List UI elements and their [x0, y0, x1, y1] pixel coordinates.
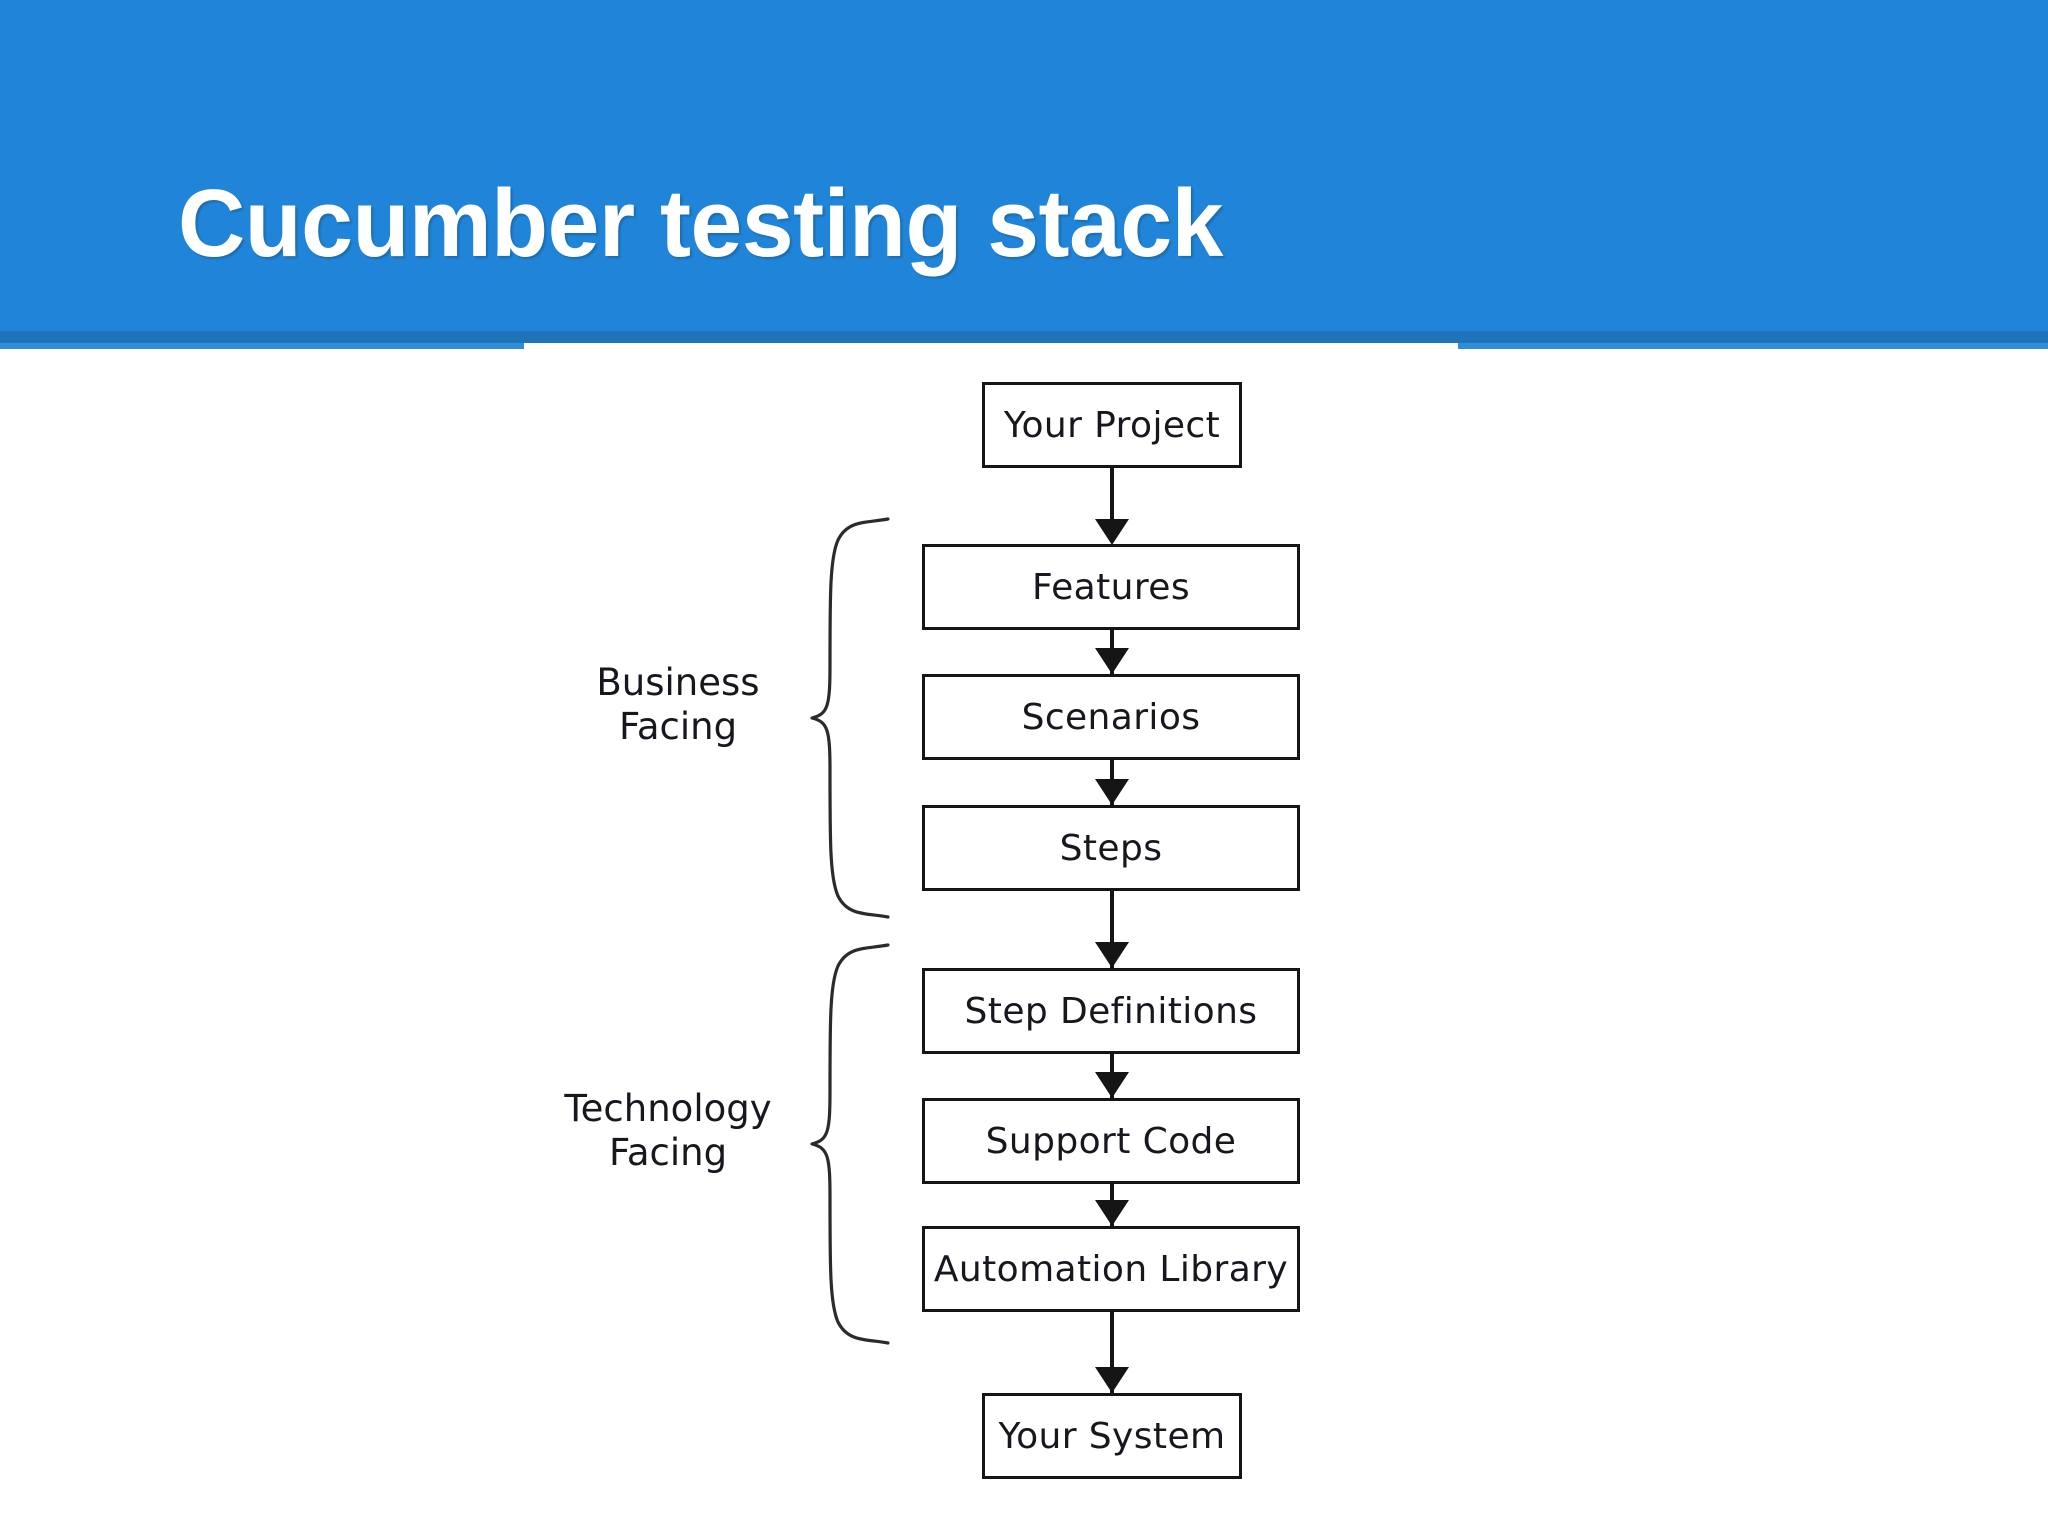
node-label: Scenarios: [1021, 696, 1201, 738]
node-label: Your System: [998, 1415, 1226, 1457]
header-accent-strip: [0, 331, 2048, 343]
group-label-business-facing: Business Facing: [596, 661, 760, 748]
header-underline-left: [0, 343, 524, 349]
arrow-head-icon: [1095, 1367, 1129, 1393]
arrow-head-icon: [1095, 1072, 1129, 1098]
node-label: Your Project: [1003, 404, 1221, 446]
node-steps[interactable]: Steps: [922, 805, 1300, 891]
edge-automation-library-to-your-system: [1110, 1312, 1114, 1393]
node-label: Automation Library: [933, 1248, 1289, 1290]
cucumber-testing-stack-diagram: Your Project Features Scenarios Steps St…: [0, 349, 2048, 1536]
node-step-definitions[interactable]: Step Definitions: [922, 968, 1300, 1054]
node-features[interactable]: Features: [922, 544, 1300, 630]
edge-your-project-to-features: [1110, 468, 1114, 525]
header-band: [0, 0, 2048, 331]
arrow-head-icon: [1095, 648, 1129, 674]
group-label-technology-facing: Technology Facing: [564, 1087, 772, 1174]
arrow-head-icon: [1095, 519, 1129, 545]
node-your-system[interactable]: Your System: [982, 1393, 1242, 1479]
node-your-project[interactable]: Your Project: [982, 382, 1242, 468]
node-label: Steps: [1059, 827, 1163, 869]
edge-steps-to-step-definitions: [1110, 891, 1114, 968]
brace-business-facing-icon: [780, 514, 890, 922]
header-underline-right: [1458, 343, 2048, 349]
page-title: Cucumber testing stack: [178, 170, 1223, 277]
arrow-head-icon: [1095, 1200, 1129, 1226]
node-automation-library[interactable]: Automation Library: [922, 1226, 1300, 1312]
arrow-head-icon: [1095, 779, 1129, 805]
node-label: Features: [1032, 566, 1190, 608]
brace-technology-facing-icon: [780, 940, 890, 1348]
node-support-code[interactable]: Support Code: [922, 1098, 1300, 1184]
node-scenarios[interactable]: Scenarios: [922, 674, 1300, 760]
node-label: Step Definitions: [964, 990, 1258, 1032]
node-label: Support Code: [985, 1120, 1237, 1162]
arrow-head-icon: [1095, 942, 1129, 968]
